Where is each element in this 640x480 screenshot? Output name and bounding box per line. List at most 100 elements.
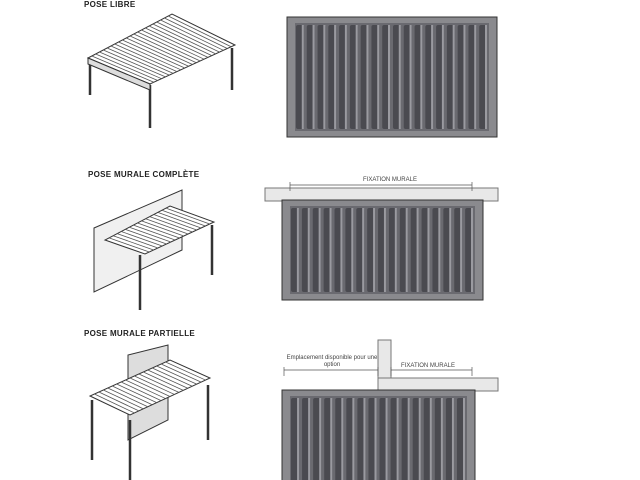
plan-pose-murale-partielle-slat-highlight [463, 398, 465, 480]
iso-partielle-roof-slat [134, 375, 175, 395]
plan-pose-murale-partielle-slat [445, 398, 454, 480]
plan-pose-libre-slat-highlight [312, 25, 315, 129]
iso-complete-roof [103, 205, 216, 255]
plan-pose-murale-partielle-slat-highlight [440, 398, 443, 480]
plan-pose-libre-slat-highlight [420, 25, 423, 129]
plan-pose-libre-slat-highlight [485, 25, 487, 129]
plan-pose-murale-partielle-slat [401, 398, 410, 480]
plan-pose-murale-partielle-slat-highlight [429, 398, 432, 480]
plan-pose-libre-inner [295, 23, 489, 131]
iso-partielle-roof-slat [160, 363, 202, 383]
iso-libre-roof-slat [152, 23, 216, 55]
iso-partielle-roof-slat [147, 369, 188, 389]
plan-pose-libre-slat-highlight [355, 25, 358, 129]
plan-pose-murale-partielle-slat [357, 398, 366, 480]
plan-pose-murale-partielle-slat [423, 398, 432, 480]
iso-libre-roof-slat [91, 55, 155, 83]
plan-pose-murale-complete-slat-highlight [351, 208, 354, 292]
iso-partielle-roof-slat [116, 383, 157, 404]
iso-partielle-roof-slat [125, 379, 166, 399]
plan-pose-murale-complete-slat-highlight [329, 208, 332, 292]
plan-pose-murale-complete-slat-highlight [405, 208, 408, 292]
iso-partielle-roof-slat [98, 391, 140, 412]
plan-pose-murale-partielle-slat-highlight [297, 398, 300, 480]
plan-pose-libre-slat-highlight [441, 25, 444, 129]
plan-pose-murale-partielle-slat [324, 398, 333, 480]
plan-pose-libre-slat-highlight [334, 25, 337, 129]
plan-pose-murale-partielle-slat [346, 398, 355, 480]
plan-pose-murale-complete-slat-highlight [394, 208, 397, 292]
plan-pose-murale-partielle-slat-highlight [352, 398, 355, 480]
plan-pose-murale-partielle-slat [313, 398, 322, 480]
plan-pose-murale-complete-slat-highlight [362, 208, 365, 292]
plan-pose-murale-complete-slat-highlight [438, 208, 441, 292]
plan-pose-libre-slat-highlight [398, 25, 401, 129]
plan-pose-murale-complete-slat-highlight [471, 208, 473, 292]
iso-libre-roof-slat [133, 33, 197, 64]
plan-pose-libre-slat-highlight [344, 25, 347, 129]
iso-complete-roof-slat [117, 233, 159, 249]
plan-pose-murale-complete-slat-highlight [373, 208, 376, 292]
iso-partielle-roof-slat [120, 381, 162, 401]
plan-pose-murale-partielle-slat-highlight [363, 398, 366, 480]
iso-libre-roof-slat [168, 15, 232, 48]
iso-partielle-roof-slat [156, 365, 197, 385]
plan-pose-libre-slat-highlight [366, 25, 369, 129]
iso-partielle-roof-slat [143, 371, 184, 391]
iso-libre-roof-slat [118, 41, 182, 71]
wall-complete [264, 187, 499, 202]
plan-pose-murale-partielle-slat [412, 398, 421, 480]
plan-pose-murale-partielle-slat [434, 398, 443, 480]
plan-pose-libre-slat-highlight [431, 25, 434, 129]
plan-pose-murale-complete-slat-highlight [383, 208, 386, 292]
title-pose-murale-partielle: POSE MURALE PARTIELLE [84, 329, 196, 339]
iso-complete-roof-slat [157, 211, 202, 229]
iso-complete-roof-slat [141, 220, 184, 237]
title-pose-murale-complete: POSE MURALE COMPLÈTE [88, 170, 200, 180]
wall-partielle-horizontal [377, 377, 499, 392]
plan-pose-murale-complete-slat-highlight [427, 208, 430, 292]
iso-partielle-roof-slat [165, 361, 206, 381]
iso-libre-roof-slat [95, 53, 158, 81]
iso-complete-roof-slat [133, 224, 176, 241]
plan-pose-murale-partielle-slat [379, 398, 388, 480]
iso-libre-roof-slat [126, 37, 189, 67]
plan-pose-murale-partielle-slat [302, 398, 311, 480]
plan-pose-murale-partielle-slat-highlight [308, 398, 311, 480]
plan-pose-murale-partielle-slat-highlight [407, 398, 410, 480]
iso-partielle-roof-slat [112, 385, 153, 406]
plan-pose-libre-slat-highlight [463, 25, 466, 129]
iso-complete-roof-slat [121, 231, 163, 247]
plan-pose-murale-complete-slat-highlight [307, 208, 310, 292]
plan-pose-libre-slat-highlight [388, 25, 390, 129]
iso-libre-roof-slat [141, 29, 205, 60]
iso-partielle-roof-slat [152, 367, 193, 387]
iso-partielle-roof-slat [107, 387, 148, 408]
iso-libre-roof-slat [106, 47, 170, 76]
plan-pose-murale-partielle-slat [456, 398, 465, 480]
option-label: Emplacement disponible pour une option [286, 355, 378, 368]
title-pose-libre: POSE LIBRE [84, 0, 136, 10]
iso-libre-roof-slat [114, 43, 178, 72]
plan-pose-murale-complete-slat-highlight [416, 208, 419, 292]
iso-libre-beam [87, 57, 151, 91]
plan-pose-murale-partielle-slat-highlight [341, 398, 344, 480]
wall-label-partielle: FIXATION MURALE [401, 363, 455, 369]
plan-pose-murale-partielle-slat-highlight [330, 398, 333, 480]
plan-pose-murale-complete-slat-highlight [318, 208, 321, 292]
iso-libre-roof-slat [148, 25, 212, 56]
iso-complete-roof-slat [161, 209, 206, 227]
plan-pose-libre-slat-highlight [409, 25, 412, 129]
wall-label-complete: FIXATION MURALE [363, 177, 417, 183]
plan-pose-libre-slat-highlight [474, 25, 477, 129]
iso-libre-roof-slat [137, 31, 201, 62]
iso-complete-roof-slat [165, 207, 210, 225]
plan-pose-libre-slat-highlight [452, 25, 455, 129]
plan-pose-murale-partielle-slat-highlight [374, 398, 377, 480]
iso-libre-roof-slat [122, 39, 185, 69]
plan-pose-murale-complete-slat-highlight [460, 208, 463, 292]
plan-pose-murale-complete-slat-highlight [340, 208, 343, 292]
iso-libre-roof-slat [164, 17, 228, 49]
plan-pose-murale-partielle-slat-highlight [418, 398, 421, 480]
